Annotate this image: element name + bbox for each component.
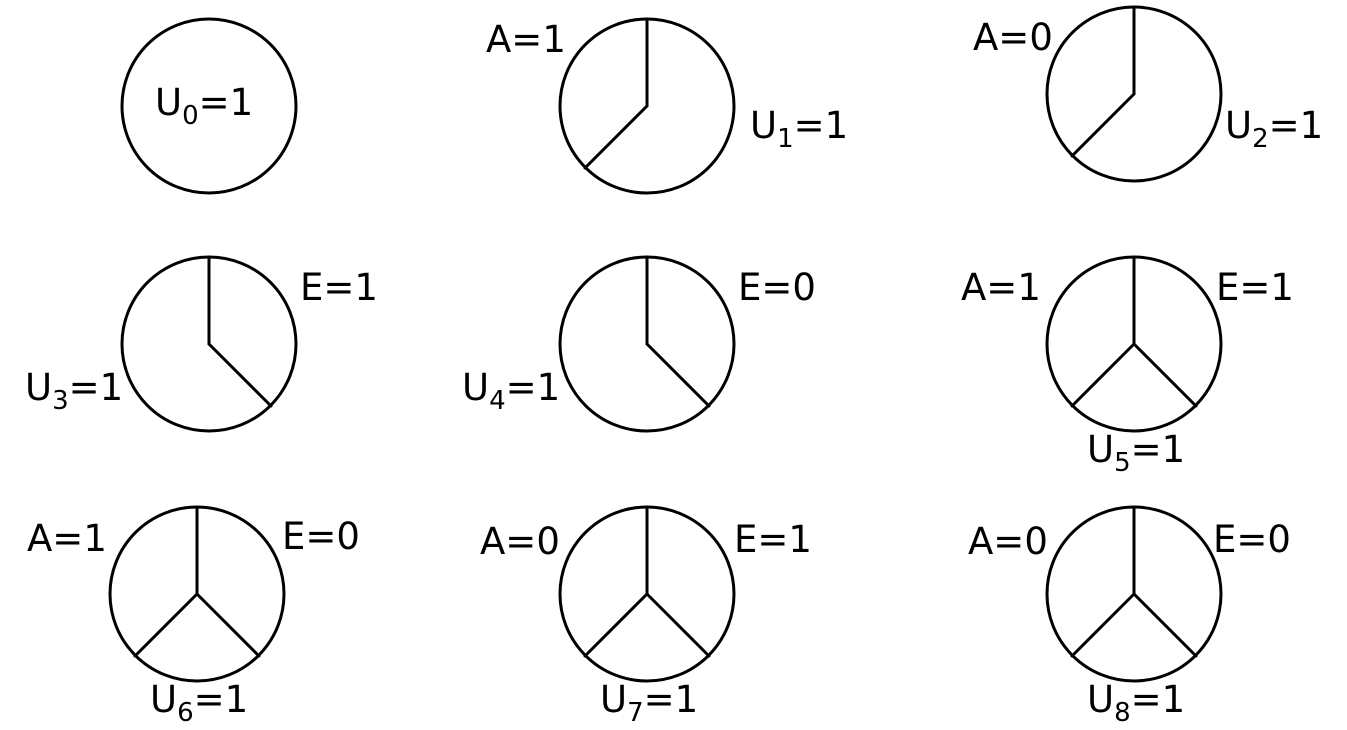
partition-line-left: [583, 592, 649, 658]
universe-label: U8=1: [1087, 678, 1185, 728]
a-label: A=0: [480, 520, 560, 563]
panel-u3: E=1 U3=1: [25, 255, 378, 433]
partition-line-left: [133, 592, 199, 658]
universe-label: U7=1: [600, 678, 698, 728]
partition-line-left: [1070, 92, 1136, 158]
panel-u6: A=1 E=0 U6=1: [27, 505, 360, 728]
partition-line-left: [1070, 342, 1136, 408]
partition-line-left: [583, 104, 649, 170]
universe-label: U2=1: [1225, 104, 1323, 154]
panel-u1: A=1 U1=1: [486, 17, 848, 195]
universe-circle: [120, 17, 298, 195]
partition-line-right: [645, 342, 711, 408]
e-label: E=0: [1213, 518, 1291, 561]
partition-line-right: [1132, 342, 1198, 408]
panel-u0: U0=1: [120, 17, 298, 195]
partition-line-left: [1070, 592, 1136, 658]
a-label: A=1: [961, 266, 1041, 309]
e-label: E=1: [300, 266, 378, 309]
e-label: E=1: [734, 518, 812, 561]
a-label: A=1: [27, 517, 107, 560]
panel-u7: A=0 E=1 U7=1: [480, 505, 812, 728]
a-label: A=1: [486, 18, 566, 61]
e-label: E=0: [738, 266, 816, 309]
partition-line-right: [195, 592, 261, 658]
panel-u4: E=0 U4=1: [462, 255, 816, 433]
partition-line-right: [645, 592, 711, 658]
a-label: A=0: [973, 16, 1053, 59]
partition-line-right: [207, 342, 273, 408]
panel-u8: A=0 E=0 U8=1: [968, 505, 1291, 728]
e-label: E=1: [1216, 266, 1294, 309]
e-label: E=0: [282, 515, 360, 558]
universe-label: U0=1: [155, 81, 253, 131]
universe-label: U4=1: [462, 366, 560, 416]
partition-line-right: [1132, 592, 1198, 658]
universe-label: U6=1: [150, 678, 248, 728]
universe-label: U5=1: [1087, 428, 1185, 478]
universe-label: U3=1: [25, 366, 123, 416]
panel-u5: A=1 E=1 U5=1: [961, 255, 1294, 478]
a-label: A=0: [968, 520, 1048, 563]
universe-label: U1=1: [750, 104, 848, 154]
panel-u2: A=0 U2=1: [973, 5, 1323, 183]
